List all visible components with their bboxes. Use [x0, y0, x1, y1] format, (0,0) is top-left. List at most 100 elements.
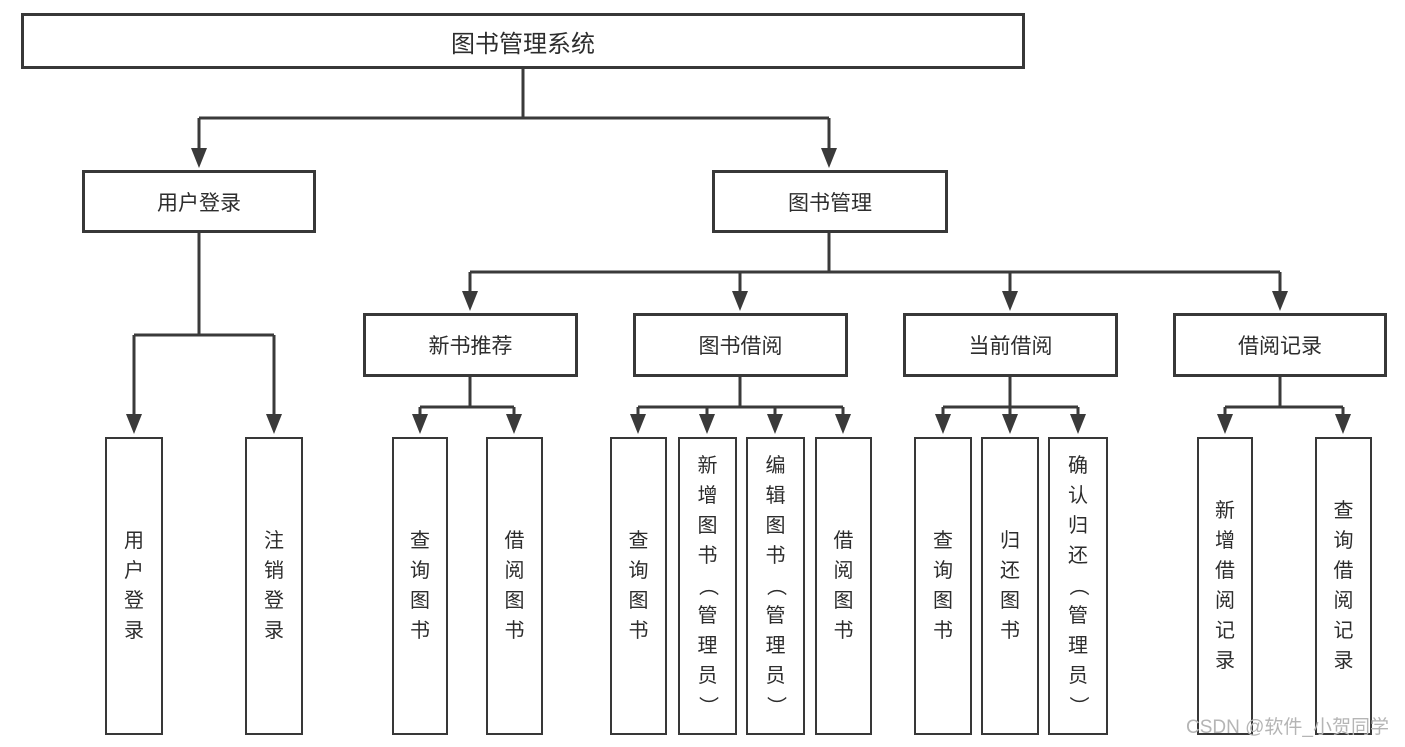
- leaf-edit-books-admin: 编辑图书（管理员）: [746, 437, 805, 735]
- arrow-icon: [1002, 291, 1018, 311]
- node-root-library-management-system: 图书管理系统: [21, 13, 1025, 69]
- vertical-char: 询: [628, 560, 649, 582]
- vertical-char: 员: [1068, 665, 1088, 687]
- vertical-char: 管: [765, 605, 786, 627]
- vertical-char: ）: [696, 696, 719, 716]
- arrow-icon: [1070, 414, 1086, 434]
- node-label: 图书管理系统: [451, 30, 595, 58]
- vertical-char: ）: [1067, 696, 1089, 716]
- leaf-add-borrow-record: 新增借阅记录: [1197, 437, 1253, 735]
- vertical-char: 注: [264, 530, 284, 552]
- vertical-char: 登: [124, 590, 144, 612]
- vertical-char: 询: [410, 560, 430, 582]
- node-user-login: 用户登录: [82, 170, 316, 233]
- vertical-char: 销: [264, 560, 284, 582]
- vertical-char: 新: [1215, 500, 1235, 522]
- arrow-icon: [1217, 414, 1233, 434]
- vertical-char: 图: [410, 590, 430, 612]
- vertical-char: 查: [1333, 500, 1354, 522]
- vertical-char: 查: [933, 530, 953, 552]
- vertical-char: 阅: [504, 560, 525, 582]
- leaf-query-books-current: 查询图书: [914, 437, 972, 735]
- leaf-query-borrow-record: 查询借阅记录: [1315, 437, 1372, 735]
- vertical-char: 阅: [1333, 590, 1354, 612]
- vertical-char: 书: [410, 620, 430, 642]
- vertical-char: 图: [933, 590, 953, 612]
- vertical-char: 用: [124, 530, 144, 552]
- leaf-return-books: 归还图书: [981, 437, 1039, 735]
- vertical-char: 认: [1068, 485, 1088, 507]
- vertical-char: 阅: [1215, 590, 1235, 612]
- arrow-icon: [462, 291, 478, 311]
- vertical-char: 理: [765, 635, 786, 657]
- node-label: 借阅记录: [1238, 335, 1322, 358]
- vertical-char: 图: [628, 590, 649, 612]
- vertical-char: 询: [933, 560, 953, 582]
- vertical-char: 员: [765, 665, 786, 687]
- vertical-char: 记: [1215, 620, 1235, 642]
- node-borrowing-records: 借阅记录: [1173, 313, 1387, 377]
- node-label: 图书管理: [788, 191, 872, 215]
- arrow-icon: [126, 414, 142, 434]
- vertical-char: 还: [1000, 560, 1020, 582]
- vertical-char: 管: [697, 605, 718, 627]
- arrow-icon: [699, 414, 715, 434]
- leaf-user-login: 用户登录: [105, 437, 163, 735]
- vertical-char: 图: [1000, 590, 1020, 612]
- vertical-char: 录: [264, 620, 284, 642]
- vertical-char: 新: [697, 455, 718, 477]
- arrow-icon: [1335, 414, 1351, 434]
- vertical-char: 书: [504, 620, 525, 642]
- arrow-icon: [412, 414, 428, 434]
- arrow-icon: [835, 414, 851, 434]
- vertical-char: 登: [264, 590, 284, 612]
- vertical-char: 管: [1068, 605, 1088, 627]
- vertical-char: 归: [1000, 530, 1020, 552]
- leaf-query-books-recommend: 查询图书: [392, 437, 448, 735]
- vertical-char: 阅: [833, 560, 854, 582]
- node-book-management: 图书管理: [712, 170, 948, 233]
- vertical-char: （: [696, 576, 719, 596]
- node-label: 新书推荐: [428, 335, 513, 358]
- vertical-char: 录: [1215, 650, 1235, 672]
- vertical-char: 员: [697, 665, 718, 687]
- vertical-char: 归: [1068, 515, 1088, 537]
- node-current-borrowing: 当前借阅: [903, 313, 1118, 377]
- arrow-icon: [191, 148, 207, 168]
- arrow-icon: [630, 414, 646, 434]
- vertical-char: 增: [697, 485, 718, 507]
- vertical-char: 增: [1215, 530, 1235, 552]
- node-label: 当前借阅: [968, 335, 1053, 358]
- leaf-confirm-return-admin: 确认归还（管理员）: [1048, 437, 1108, 735]
- vertical-char: ）: [764, 696, 787, 716]
- vertical-char: 户: [124, 560, 144, 582]
- vertical-char: （: [764, 576, 787, 596]
- leaf-borrow-books-recommend: 借阅图书: [486, 437, 543, 735]
- arrow-icon: [1272, 291, 1288, 311]
- vertical-char: 书: [833, 620, 854, 642]
- vertical-char: 书: [628, 620, 649, 642]
- leaf-query-books-borrowing: 查询图书: [610, 437, 667, 735]
- vertical-char: 书: [1000, 620, 1020, 642]
- vertical-char: 询: [1333, 530, 1354, 552]
- vertical-char: 借: [1215, 560, 1235, 582]
- vertical-char: 图: [765, 515, 786, 537]
- arrow-icon: [821, 148, 837, 168]
- vertical-char: 书: [697, 545, 718, 567]
- vertical-char: 书: [933, 620, 953, 642]
- vertical-char: 图: [833, 590, 854, 612]
- vertical-char: 图: [697, 515, 718, 537]
- vertical-char: 记: [1333, 620, 1354, 642]
- vertical-char: 理: [697, 635, 718, 657]
- node-label: 用户登录: [157, 191, 241, 215]
- vertical-char: 还: [1068, 545, 1088, 567]
- vertical-char: 查: [628, 530, 649, 552]
- leaf-logout: 注销登录: [245, 437, 303, 735]
- arrow-icon: [935, 414, 951, 434]
- vertical-char: 借: [833, 530, 854, 552]
- vertical-char: （: [1067, 576, 1089, 596]
- node-book-borrowing: 图书借阅: [633, 313, 848, 377]
- vertical-char: 借: [1333, 560, 1354, 582]
- vertical-char: 查: [410, 530, 430, 552]
